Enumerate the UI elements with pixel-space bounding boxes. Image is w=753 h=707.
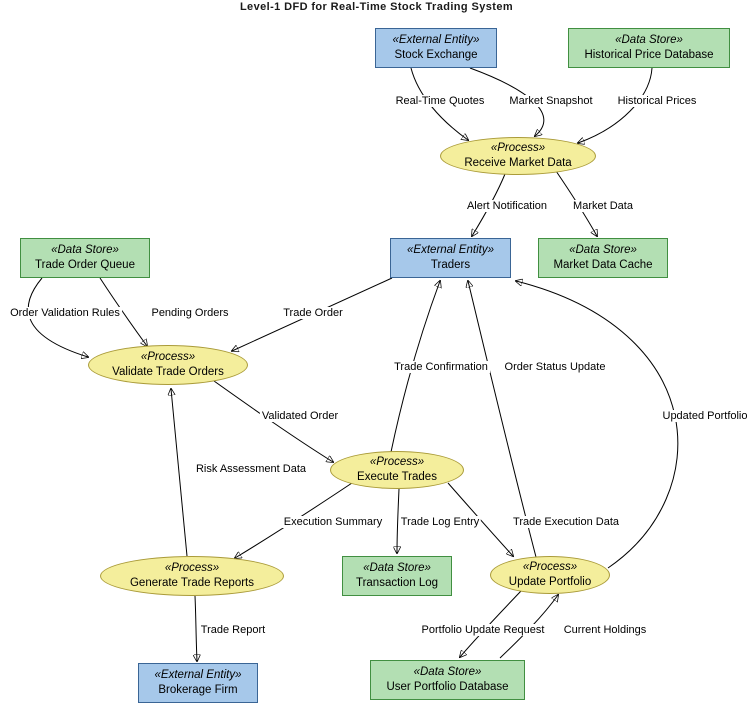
edge-label-order-validation-rules: Order Validation Rules	[8, 307, 122, 319]
node-stereotype: «External Entity»	[407, 244, 494, 256]
node-stereotype: «Process»	[490, 142, 546, 154]
node-execute-trades: «Process» Execute Trades	[330, 451, 464, 489]
node-stereotype: «Process»	[164, 562, 220, 574]
node-stereotype: «Process»	[140, 351, 196, 363]
node-label: Stock Exchange	[394, 49, 478, 61]
node-label: Traders	[430, 259, 471, 271]
edge-label-current-holdings: Current Holdings	[561, 624, 649, 636]
node-stereotype: «Data Store»	[569, 244, 637, 256]
node-transaction-log: «Data Store» Transaction Log	[342, 556, 452, 596]
edge-pending-orders	[99, 277, 147, 346]
edge-label-pending-orders: Pending Orders	[149, 307, 231, 319]
edge-validated-order	[213, 380, 333, 462]
node-label: User Portfolio Database	[386, 681, 509, 693]
node-stereotype: «Data Store»	[363, 562, 431, 574]
edge-label-trade-report: Trade Report	[198, 624, 268, 636]
edge-trade-log-entry	[397, 488, 399, 553]
edge-trade-report	[195, 595, 197, 661]
node-stereotype: «Data Store»	[51, 244, 119, 256]
node-trade-order-queue: «Data Store» Trade Order Queue	[20, 238, 150, 278]
node-stereotype: «External Entity»	[392, 34, 480, 46]
edge-label-updated-portfolio: Updated Portfolio	[660, 410, 750, 422]
node-label: Receive Market Data	[464, 157, 572, 169]
edge-label-market-snapshot: Market Snapshot	[507, 95, 595, 107]
node-validate-trade-orders: «Process» Validate Trade Orders	[88, 345, 248, 385]
node-traders: «External Entity» Traders	[390, 238, 511, 278]
edge-label-real-time-quotes: Real-Time Quotes	[393, 95, 487, 107]
edge-label-order-status-update: Order Status Update	[502, 361, 608, 373]
node-market-data-cache: «Data Store» Market Data Cache	[538, 238, 668, 278]
node-stereotype: «External Entity»	[154, 669, 242, 681]
node-stereotype: «Process»	[369, 456, 425, 468]
edge-label-portfolio-update-request: Portfolio Update Request	[419, 624, 547, 636]
edge-label-validated-order: Validated Order	[259, 410, 341, 422]
node-stereotype: «Data Store»	[413, 666, 482, 678]
node-receive-market-data: «Process» Receive Market Data	[440, 137, 596, 175]
node-label: Brokerage Firm	[158, 684, 238, 696]
node-label: Transaction Log	[355, 577, 439, 589]
edge-label-risk-assessment-data: Risk Assessment Data	[193, 463, 309, 475]
edge-label-trade-log-entry: Trade Log Entry	[398, 516, 482, 528]
edge-label-execution-summary: Execution Summary	[281, 516, 385, 528]
edge-historical-prices	[578, 67, 653, 143]
edge-label-trade-execution-data: Trade Execution Data	[511, 516, 621, 528]
node-label: Validate Trade Orders	[112, 366, 224, 378]
node-generate-trade-reports: «Process» Generate Trade Reports	[100, 556, 284, 596]
node-label: Trade Order Queue	[35, 259, 135, 271]
edge-label-alert-notification: Alert Notification	[464, 200, 550, 212]
diagram-title: Level-1 DFD for Real-Time Stock Trading …	[239, 1, 514, 13]
edge-risk-assessment-data	[171, 389, 188, 557]
node-label: Market Data Cache	[553, 259, 653, 271]
node-stock-exchange: «External Entity» Stock Exchange	[375, 28, 497, 68]
node-update-portfolio: «Process» Update Portfolio	[490, 556, 610, 594]
edge-label-market-data: Market Data	[571, 200, 635, 212]
edge-label-historical-prices: Historical Prices	[615, 95, 699, 107]
node-label: Historical Price Database	[584, 49, 714, 61]
node-label: Execute Trades	[357, 471, 437, 483]
node-label: Update Portfolio	[508, 576, 592, 588]
edge-label-trade-order: Trade Order	[281, 307, 345, 319]
node-stereotype: «Process»	[522, 561, 578, 573]
node-user-portfolio-database: «Data Store» User Portfolio Database	[370, 660, 525, 700]
edge-label-trade-confirmation: Trade Confirmation	[392, 361, 490, 373]
node-brokerage-firm: «External Entity» Brokerage Firm	[138, 663, 258, 703]
node-label: Generate Trade Reports	[129, 577, 254, 589]
node-historical-price-database: «Data Store» Historical Price Database	[568, 28, 730, 68]
node-stereotype: «Data Store»	[615, 34, 683, 46]
